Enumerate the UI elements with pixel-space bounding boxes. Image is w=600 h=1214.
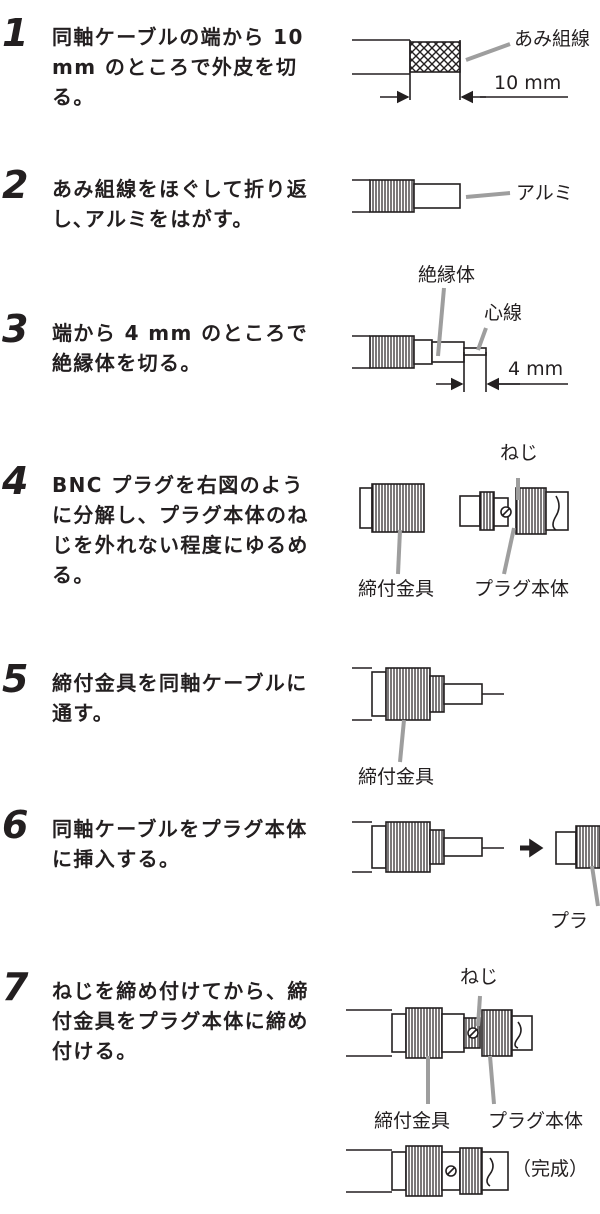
core-label: 心線 — [484, 302, 523, 324]
clamp-fitting-label: 締付金具 — [358, 766, 435, 788]
step-number: 1 — [2, 11, 29, 55]
step-number: 7 — [2, 965, 29, 1009]
plug-disassembled-figure — [359, 478, 569, 575]
braid-label: あみ組線 — [514, 28, 591, 50]
step-text: 同軸ケーブルの端から 10 mm のところで外皮を切る。 — [52, 25, 304, 109]
clamp-fitting-label: 締付金具 — [358, 578, 435, 600]
step-number: 3 — [2, 307, 29, 351]
step-number: 2 — [2, 163, 29, 207]
insert-cable-figure — [352, 821, 600, 907]
dimension-10mm-label: 10 mm — [494, 72, 562, 94]
aluminum-label: アルミ — [516, 182, 573, 204]
screw-label: ねじ — [500, 442, 539, 464]
plug-body-label: プラグ本体 — [488, 1110, 584, 1132]
step-text: ねじを締め付けてから、締付金具をプラグ本体に締め付ける。 — [52, 979, 309, 1063]
step-text: BNC プラグを右図のように分解し、プラグ本体のねじを外れない程度にゆるめる。 — [52, 473, 309, 587]
complete-plug-figure — [346, 1145, 509, 1197]
step-number: 5 — [2, 657, 29, 701]
step-number: 6 — [2, 803, 29, 847]
step-text: 同軸ケーブルをプラグ本体に挿入する。 — [52, 817, 308, 871]
step-number: 4 — [2, 459, 29, 503]
clamp-on-cable-figure — [352, 667, 504, 763]
step-text: あみ組線をほぐして折り返し､アルミをはがす。 — [52, 177, 309, 231]
insulator-label: 絶縁体 — [418, 264, 476, 286]
insulator-core-figure — [352, 287, 568, 392]
complete-label: （完成） — [512, 1158, 589, 1180]
step-text: 締付金具を同軸ケーブルに通す。 — [52, 671, 308, 725]
braid-folded-figure — [352, 179, 511, 213]
plug-body-label: プラグ本体 — [474, 578, 570, 600]
cable-stripped-figure — [352, 39, 568, 104]
dimension-4mm-label: 4 mm — [508, 358, 564, 380]
plug-assembled-figure — [346, 995, 533, 1105]
screw-label: ねじ — [460, 966, 499, 988]
clamp-fitting-label: 締付金具 — [374, 1110, 451, 1132]
step-text: 端から 4 mm のところで絶縁体を切る。 — [52, 321, 309, 375]
plug-body-label-partial: プラ — [550, 910, 589, 932]
